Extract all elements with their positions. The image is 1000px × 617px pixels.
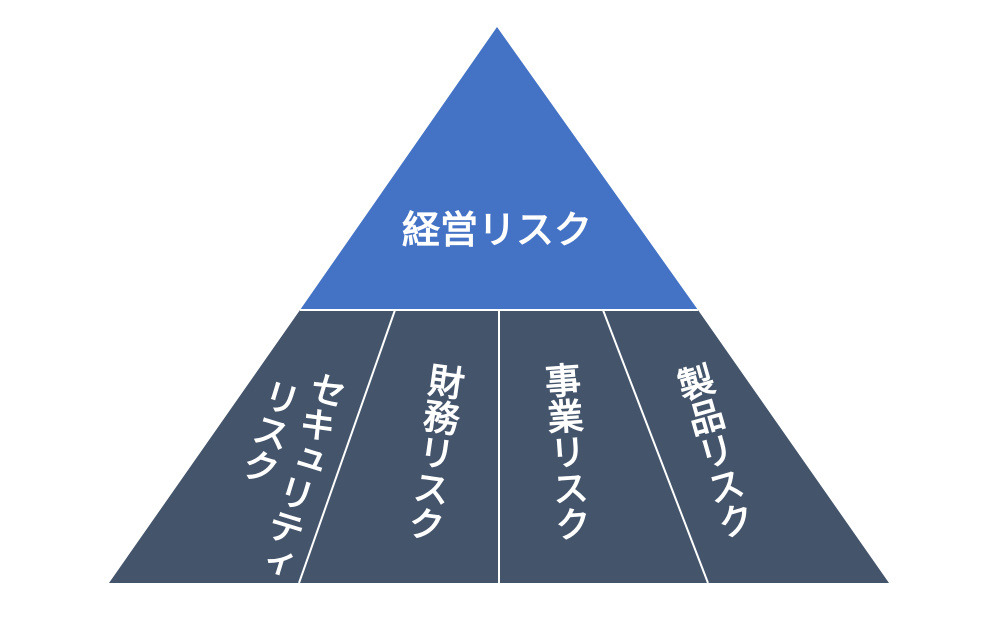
segment-divider-3 (602, 309, 709, 584)
segment-divider-1 (298, 309, 396, 584)
apex-triangle (300, 27, 698, 310)
apex-label: 経営リスク (402, 208, 592, 252)
